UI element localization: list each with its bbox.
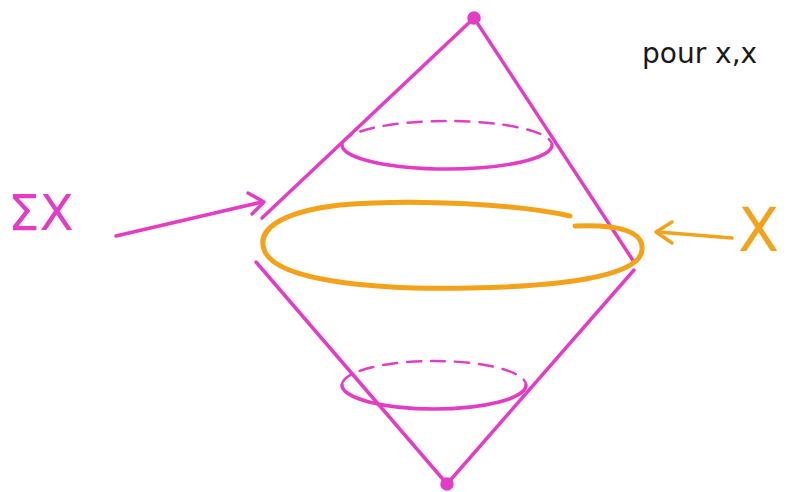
space-label: X xyxy=(738,200,779,260)
apex-point xyxy=(469,13,479,23)
note-text: pour x,x xyxy=(642,40,757,68)
space-x-loop xyxy=(263,202,642,288)
slice-back xyxy=(342,361,526,385)
slice-front xyxy=(342,385,526,409)
apex-point xyxy=(442,479,452,489)
space-label: ΣX xyxy=(8,188,74,238)
arrow-head xyxy=(656,222,672,243)
slice-front xyxy=(342,145,552,169)
leader-arrow xyxy=(658,232,732,238)
cone-edge xyxy=(447,270,634,484)
cone-edge xyxy=(256,262,447,484)
leader-arrow xyxy=(116,202,262,236)
cone-edge xyxy=(262,18,474,218)
slice-back xyxy=(342,121,552,145)
arrow-head xyxy=(248,193,264,214)
